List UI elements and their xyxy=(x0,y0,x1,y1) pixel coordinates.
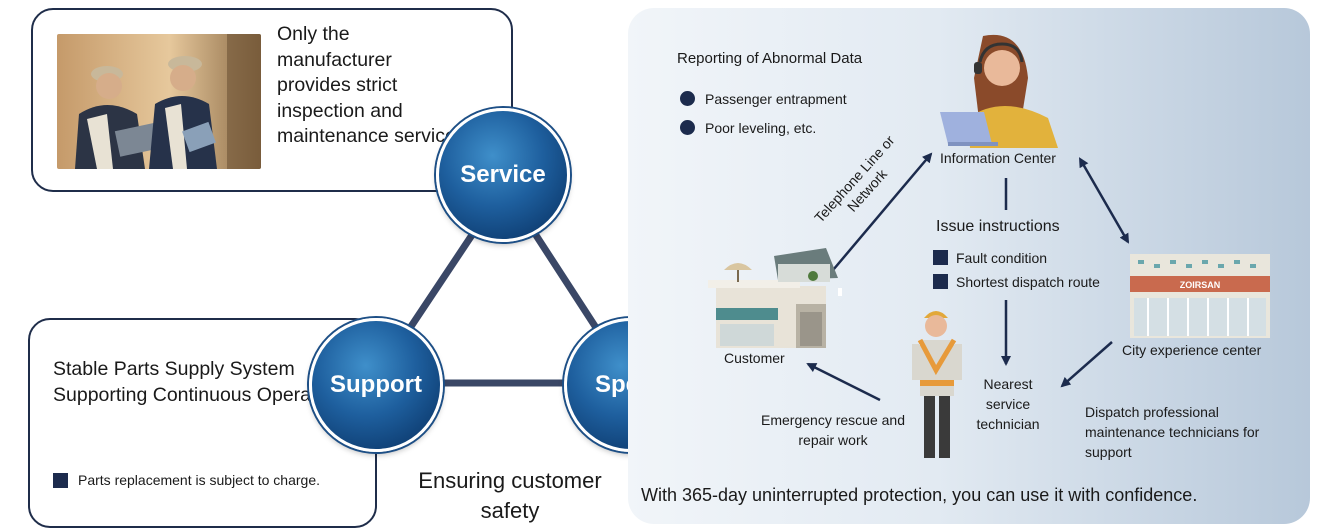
service-flow-panel: ZOIRSAN Reporting of Abnormal Data Passe… xyxy=(628,8,1310,524)
dispatch-label: Dispatch professional maintenance techni… xyxy=(1085,404,1260,460)
reporting-item-2-text: Poor leveling, etc. xyxy=(705,120,817,136)
issue-item-2-text: Shortest dispatch route xyxy=(956,274,1100,290)
house-icon xyxy=(708,248,842,348)
issue-item-1-text: Fault condition xyxy=(956,250,1048,266)
circle-bullet-icon xyxy=(680,120,695,135)
customer-label: Customer xyxy=(724,350,785,366)
building-icon: ZOIRSAN xyxy=(1130,254,1270,338)
reporting-item-1-text: Passenger entrapment xyxy=(705,91,847,107)
nearest-technician-label: Nearest service technician xyxy=(976,376,1040,432)
service-description: Only the manufacturer provides strict in… xyxy=(277,23,466,147)
square-bullet-icon xyxy=(933,250,948,265)
technicians-photo xyxy=(57,34,261,169)
support-description: Stable Parts Supply System Supporting Co… xyxy=(53,358,343,406)
reporting-item-2: Poor leveling, etc. xyxy=(680,120,816,136)
service-label: Service xyxy=(460,161,546,188)
emergency-rescue-label: Emergency rescue and repair work xyxy=(761,412,905,448)
operator-icon xyxy=(940,34,1058,148)
footer-statement: With 365-day uninterrupted protection, y… xyxy=(641,485,1198,505)
support-label: Support xyxy=(330,371,422,398)
issue-item-1: Fault condition xyxy=(933,250,1047,266)
square-bullet-icon xyxy=(53,472,68,488)
issue-instructions-title: Issue instructions xyxy=(936,218,1060,235)
technician-icon xyxy=(912,311,962,458)
reporting-item-1: Passenger entrapment xyxy=(680,91,847,107)
information-center-label: Information Center xyxy=(940,150,1056,166)
issue-item-2: Shortest dispatch route xyxy=(933,274,1100,290)
square-bullet-icon xyxy=(933,274,948,289)
parts-charge-text: Parts replacement is subject to charge. xyxy=(78,472,321,488)
circle-bullet-icon xyxy=(680,91,695,106)
service-circle: Service xyxy=(436,108,570,242)
flow-arrows: ZOIRSAN xyxy=(708,34,1270,458)
building-sign-text: ZOIRSAN xyxy=(1180,280,1221,290)
parts-charge-note: Parts replacement is subject to charge. xyxy=(53,472,320,488)
reporting-title: Reporting of Abnormal Data xyxy=(677,50,863,67)
service-info-box: Only the manufacturer provides strict in… xyxy=(31,8,513,192)
support-circle: Support xyxy=(309,318,443,452)
center-caption: Ensuring customer safety xyxy=(418,468,602,523)
city-experience-center-label: City experience center xyxy=(1122,342,1262,358)
